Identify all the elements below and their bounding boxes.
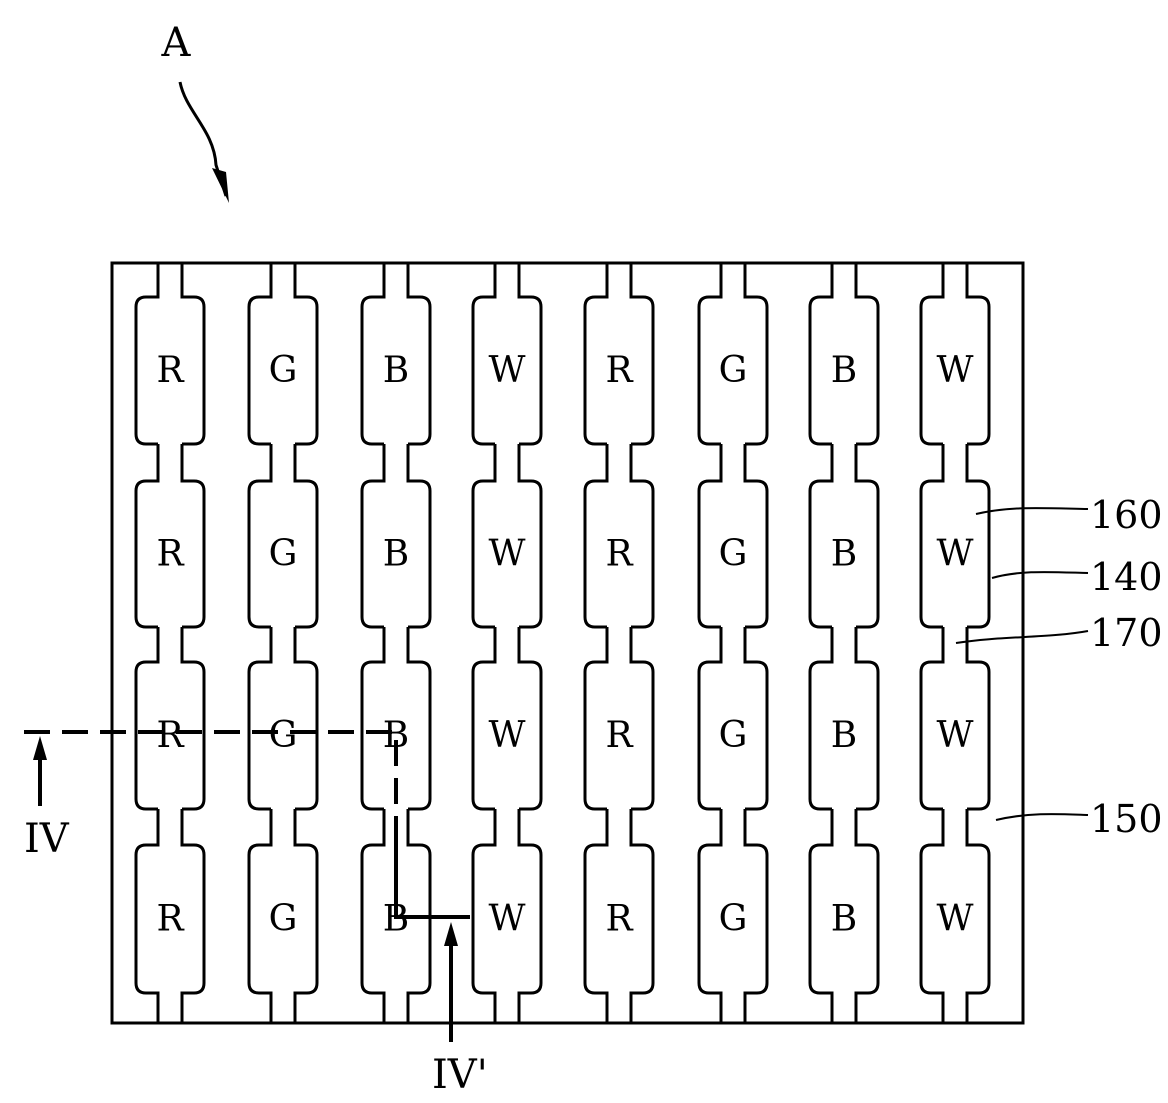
ref-numeral-140: 140 [1090, 555, 1163, 599]
section-line-dashed [24, 732, 396, 840]
pixel-cell-label: R [605, 534, 633, 575]
pixel-cell-label: R [605, 715, 633, 756]
figure-label: A [161, 20, 192, 66]
pixel-cell-label: G [269, 534, 298, 575]
section-start-label: IV [24, 816, 70, 862]
pixel-cell-label: W [936, 899, 973, 940]
pixel-cell-label: G [269, 899, 298, 940]
pixel-cell-label: R [156, 534, 184, 575]
pixel-cell-label: G [719, 534, 748, 575]
pixel-cell-label: W [936, 534, 973, 575]
pixel-cell-label: G [269, 350, 298, 391]
leader-line-160 [976, 508, 1088, 514]
pixel-cell-label: W [488, 715, 525, 756]
pixel-cell-label: W [936, 350, 973, 391]
pixel-cell-label: R [605, 350, 633, 391]
pixel-cell-label: B [383, 350, 409, 391]
pixel-cell-label: G [719, 350, 748, 391]
pixel-cell-label: W [488, 899, 525, 940]
pixel-cell-label: B [831, 350, 857, 391]
section-end-label: IV' [432, 1052, 488, 1098]
section-start-arrowhead [33, 736, 47, 760]
pixel-cell-label: R [605, 899, 633, 940]
pixel-cell-label: B [831, 715, 857, 756]
ref-numeral-150: 150 [1090, 797, 1163, 841]
pixel-cell-label: W [936, 715, 973, 756]
pixel-cell-label: G [269, 715, 298, 756]
pixel-cell-label: G [719, 899, 748, 940]
ref-numeral-160: 160 [1090, 493, 1163, 537]
leader-line-150 [996, 814, 1088, 820]
pixel-cell-label: B [831, 899, 857, 940]
pixel-cell-label: W [488, 350, 525, 391]
pixel-cell-label: B [831, 534, 857, 575]
pixel-cell-label: W [488, 534, 525, 575]
leader-line-140 [992, 572, 1088, 578]
ref-numeral-170: 170 [1090, 611, 1163, 655]
figure-pointer-arrowhead [212, 168, 229, 203]
pixel-cell-label: R [156, 350, 184, 391]
pixel-cell-label: R [156, 715, 184, 756]
pixel-cell-label: B [383, 534, 409, 575]
pixel-cell-label: R [156, 899, 184, 940]
pixel-cell-grid: RGBWRGBWRGBWRGBWRGBWRGBWRGBWRGBW [136, 263, 989, 1023]
pixel-cell-label: G [719, 715, 748, 756]
section-end-arrowhead [444, 922, 458, 946]
